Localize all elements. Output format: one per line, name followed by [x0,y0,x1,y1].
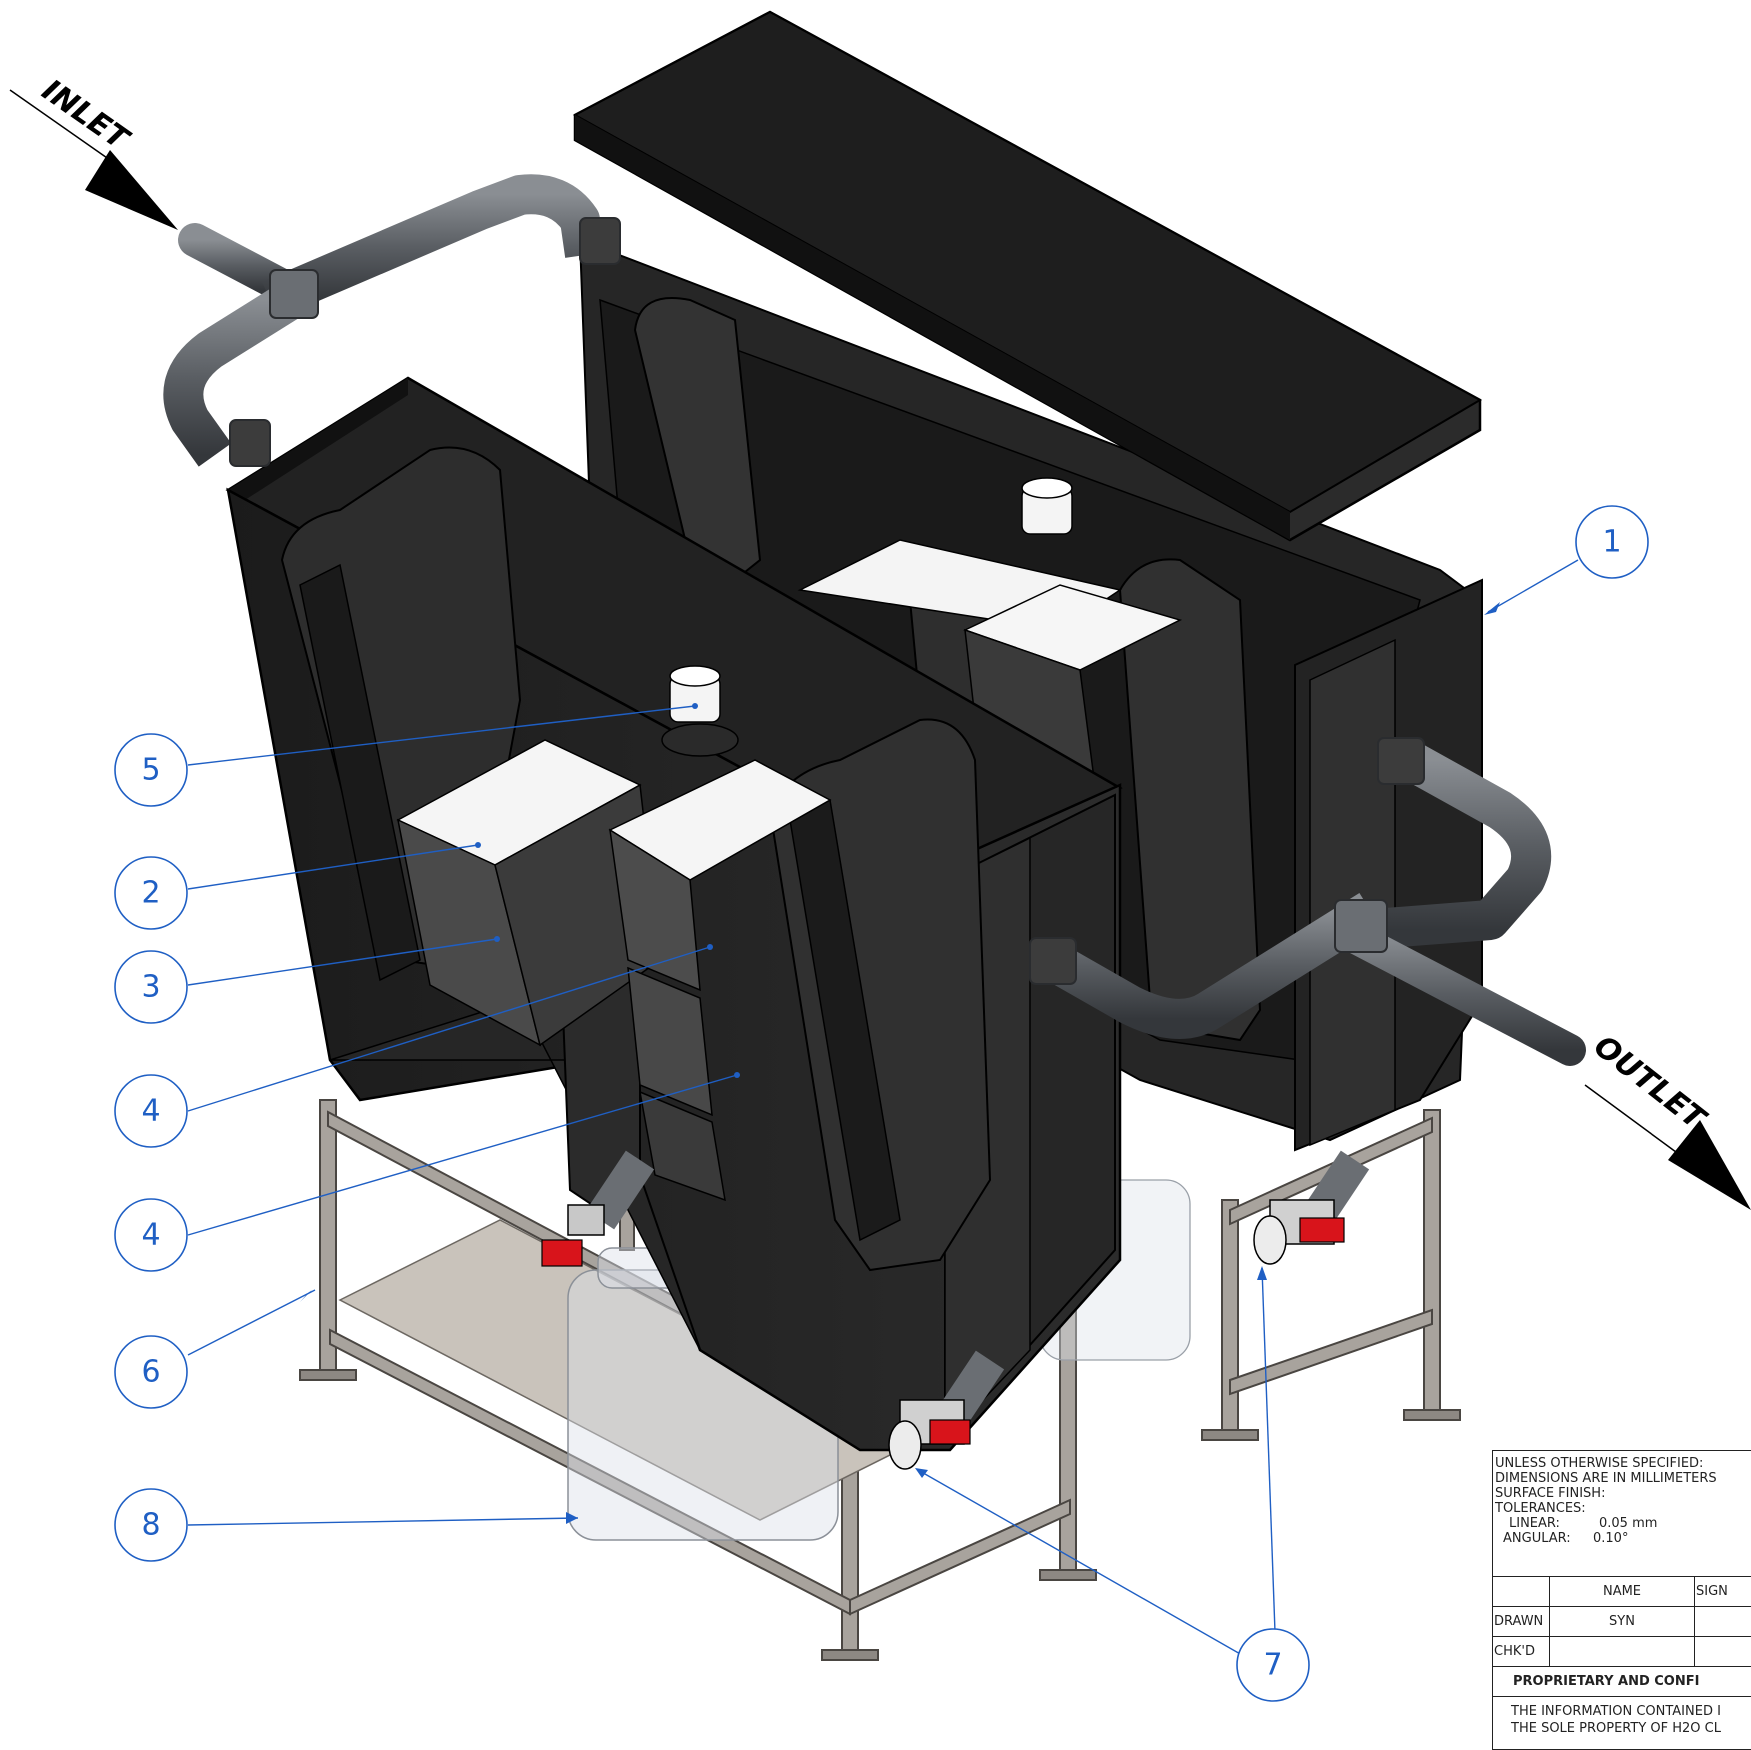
checked-sign [1695,1637,1751,1667]
notice-line: THE SOLE PROPERTY OF H2O CL [1511,1721,1721,1736]
svg-text:8: 8 [141,1508,160,1543]
callout-3: 3 [114,950,188,1024]
note-line: TOLERANCES: [1495,1501,1586,1516]
proprietary-heading: PROPRIETARY AND CONFI [1493,1667,1751,1697]
svg-text:4: 4 [141,1218,160,1253]
svg-text:5: 5 [141,753,160,788]
rear-vent-cap [1021,477,1073,535]
callout-6: 6 [114,1335,188,1409]
drawn-label: DRAWN [1493,1607,1550,1637]
callout-5: 5 [114,733,188,807]
note-line: DIMENSIONS ARE IN MILLIMETERS [1495,1471,1717,1486]
callout-leaders [187,559,1579,1656]
svg-text:7: 7 [1263,1648,1282,1683]
proprietary-notice: THE INFORMATION CONTAINED I THE SOLE PRO… [1493,1697,1751,1737]
svg-text:2: 2 [141,876,160,911]
checked-name [1550,1637,1695,1667]
notice-line: THE INFORMATION CONTAINED I [1511,1704,1721,1719]
tank-lid [572,10,1483,542]
note-line: UNLESS OTHERWISE SPECIFIED: [1495,1456,1704,1471]
callout-1: 1 [1575,505,1649,579]
title-block-grid: NAME SIGN DRAWN SYN CHK'D [1493,1577,1751,1667]
drawn-sign [1695,1607,1751,1637]
callout-8: 8 [114,1488,188,1562]
note-line: SURFACE FINISH: [1495,1486,1606,1501]
callout-7: 7 [1236,1628,1310,1702]
sign-header: SIGN [1695,1577,1751,1607]
outlet-label: OUTLET [1587,1029,1713,1138]
svg-text:6: 6 [141,1355,160,1390]
inlet-piping [163,174,621,467]
svg-text:3: 3 [141,970,160,1005]
outlet-piping [1029,737,1586,1066]
inlet-arrow [9,89,178,230]
angular-tolerance: ANGULAR: 0.10° [1503,1531,1629,1546]
drain-valve-center [888,1350,1005,1470]
svg-text:4: 4 [141,1094,160,1129]
front-media-blocks [396,739,832,1202]
checked-label: CHK'D [1493,1637,1550,1667]
linear-tolerance: LINEAR: 0.05 mm [1509,1516,1658,1531]
title-block-notes: UNLESS OTHERWISE SPECIFIED: DIMENSIONS A… [1493,1451,1751,1577]
outlet-arrow [1584,1084,1751,1210]
callout-2: 2 [114,856,188,930]
svg-text:1: 1 [1602,525,1621,560]
callout-4b: 4 [114,1198,188,1272]
grid-blank-cell [1493,1577,1550,1607]
callout-4a: 4 [114,1074,188,1148]
inlet-label: INLET [35,73,136,158]
title-block: UNLESS OTHERWISE SPECIFIED: DIMENSIONS A… [1492,1450,1751,1750]
drain-valve-right [1253,1150,1370,1265]
name-header: NAME [1550,1577,1695,1607]
drain-valve-left [541,1150,655,1267]
drawn-name: SYN [1550,1607,1695,1637]
front-vent-cap [661,665,739,757]
